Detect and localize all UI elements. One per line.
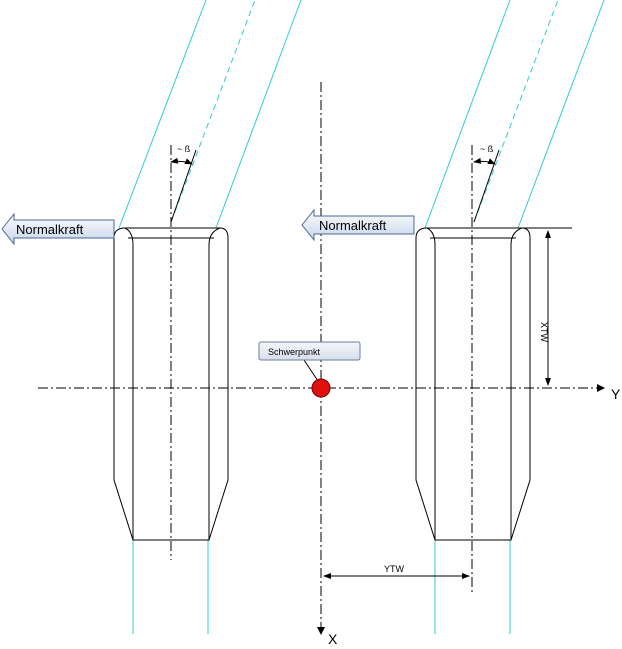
normal-force-arrow-right-shape	[301, 208, 415, 242]
callout-leader	[303, 359, 319, 382]
beta-indicator-left	[170, 149, 197, 223]
left-wheel-inner-right	[208, 227, 221, 540]
left-wheel	[113, 227, 229, 541]
left-wheel-inner-left	[124, 227, 134, 540]
schwerpunkt-label: Schwerpunkt	[268, 347, 321, 357]
right-wheel-upper-track	[424, 0, 605, 229]
normal-force-arrow-left-shape	[1, 212, 115, 246]
schwerpunkt-callout-box	[258, 341, 361, 361]
right-wheel-inner-left	[426, 227, 436, 540]
left-track-line-inner	[215, 0, 302, 229]
normal-force-arrow-right: Normalkraft	[301, 208, 415, 242]
right-wheel-outline	[415, 227, 531, 541]
left-track-line-dashed	[170, 0, 256, 223]
beta-right-tilted-line	[473, 149, 500, 223]
normal-force-label-right: Normalkraft	[319, 218, 387, 233]
right-track-line-dashed	[473, 0, 559, 223]
center-of-gravity-point	[311, 378, 331, 398]
right-wheel-inner-right	[510, 227, 523, 540]
beta-label-right: ~ ß	[480, 144, 494, 154]
beta-right-arc	[473, 157, 496, 165]
beta-left-arc	[170, 157, 193, 165]
right-track-line-inner	[517, 0, 605, 229]
left-track-line-outer	[118, 0, 207, 229]
right-track-line-outer	[424, 0, 511, 229]
normal-force-label-left: Normalkraft	[16, 222, 84, 237]
x-axis-label: X	[328, 631, 338, 647]
lower-track-lines	[132, 540, 511, 634]
beta-label-left: ~ ß	[177, 144, 191, 154]
beta-left-tilted-line	[170, 149, 197, 223]
beta-indicator-right	[473, 149, 500, 223]
xtw-dimension	[522, 227, 572, 386]
right-wheel	[415, 227, 531, 541]
ytw-label: YTW	[384, 564, 405, 574]
normal-force-arrow-left: Normalkraft	[1, 212, 115, 246]
y-axis-label: Y	[611, 386, 621, 402]
xtw-label: XTW	[539, 322, 549, 343]
wheel-centerlines	[170, 145, 473, 592]
left-wheel-upper-track	[118, 0, 302, 229]
